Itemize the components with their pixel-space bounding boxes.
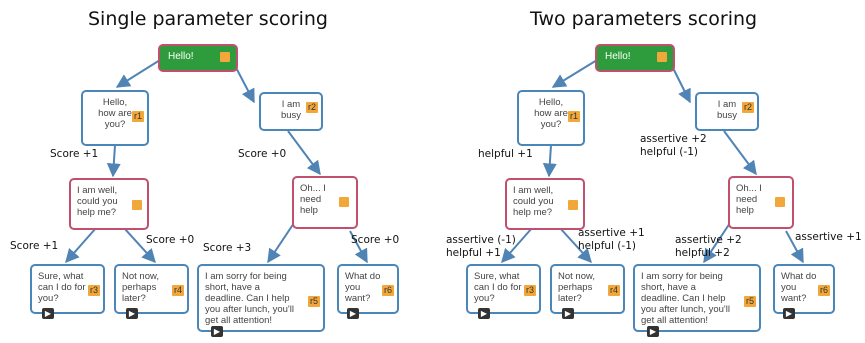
square-icon (568, 200, 578, 210)
node-sure[interactable]: Sure, what can I do for you? r3 ▶ (466, 264, 541, 319)
response-tag-r5: r5 (307, 296, 320, 307)
edge-r-r1-well (542, 144, 557, 178)
node-oh[interactable]: Oh... I need help (292, 176, 358, 229)
edge-l-oh-r6 (349, 230, 368, 264)
node-busy[interactable]: I am busy r2 (695, 92, 759, 131)
square-icon (339, 197, 349, 207)
node-what-text: What do you want? (345, 271, 381, 304)
square-icon (775, 197, 785, 207)
node-busy-text: I am busy (716, 99, 738, 121)
node-well-text: I am well, could you help me? (513, 185, 554, 218)
score-label-r3: Score +1 (10, 240, 59, 252)
node-sure-text: Sure, what can I do for you? (474, 271, 522, 304)
node-oh-text: Oh... I need help (736, 183, 762, 216)
node-hello[interactable]: Hello! (595, 44, 675, 72)
node-well[interactable]: I am well, could you help me? (505, 178, 585, 230)
score-label-r4: assertive +1 helpful (-1) (578, 227, 645, 252)
node-hello-text: Hello! (168, 51, 194, 62)
score-label-r5: assertive +2 helpful +2 (675, 234, 742, 259)
play-icon[interactable]: ▶ (211, 326, 223, 337)
response-tag-r5: r5 (743, 296, 756, 307)
node-sorry[interactable]: I am sorry for being short, have a deadl… (633, 264, 761, 337)
edge-l-r2-oh (287, 130, 321, 176)
score-label-r6: assertive +1 (795, 231, 862, 243)
node-sorry-text: I am sorry for being short, have a deadl… (205, 271, 294, 326)
edge-l-hello-r1 (115, 59, 161, 88)
response-tag-r4: r4 (171, 285, 184, 296)
score-label-r5: Score +3 (203, 242, 252, 254)
play-icon[interactable]: ▶ (126, 308, 138, 319)
play-icon[interactable]: ▶ (562, 308, 574, 319)
node-what-text: What do you want? (781, 271, 817, 304)
node-what[interactable]: What do you want? r6 ▶ (337, 264, 399, 319)
play-icon[interactable]: ▶ (347, 308, 359, 319)
node-hello[interactable]: Hello! (158, 44, 238, 72)
node-sorry-text: I am sorry for being short, have a deadl… (641, 271, 730, 326)
node-how-are-you[interactable]: Hello, how are you? r1 (517, 90, 585, 146)
square-icon (132, 200, 142, 210)
node-sure[interactable]: Sure, what can I do for you? r3 ▶ (30, 264, 105, 319)
response-tag-r3: r3 (523, 285, 536, 296)
response-tag-r4: r4 (607, 285, 620, 296)
node-what[interactable]: What do you want? r6 ▶ (773, 264, 835, 319)
node-hello-text: Hello! (605, 51, 631, 62)
edge-l-well-r4 (123, 227, 156, 264)
score-label-r2: assertive +2 helpful (-1) (640, 133, 707, 158)
edge-r-hello-r1 (551, 59, 598, 88)
play-icon[interactable]: ▶ (647, 326, 659, 337)
node-busy[interactable]: I am busy r2 (259, 92, 323, 131)
left-title: Single parameter scoring (88, 8, 328, 30)
edge-l-r1-well (106, 144, 121, 178)
right-title: Two parameters scoring (530, 8, 758, 30)
score-label-r2: Score +0 (238, 148, 287, 160)
response-tag-r2: r2 (305, 102, 318, 113)
edge-r-well-r3 (501, 227, 533, 264)
node-oh[interactable]: Oh... I need help (728, 176, 794, 229)
edge-l-well-r3 (65, 227, 97, 264)
play-icon[interactable]: ▶ (783, 308, 795, 319)
play-icon[interactable]: ▶ (42, 308, 54, 319)
square-icon (657, 52, 667, 62)
response-tag-r6: r6 (817, 285, 830, 296)
response-tag-r1: r1 (131, 111, 144, 122)
score-label-r6: Score +0 (351, 234, 400, 246)
node-sure-text: Sure, what can I do for you? (38, 271, 86, 304)
node-how-are-you-text: Hello, how are you? (534, 97, 568, 130)
response-tag-r1: r1 (567, 111, 580, 122)
node-busy-text: I am busy (280, 99, 302, 121)
square-icon (220, 52, 230, 62)
node-how-are-you-text: Hello, how are you? (98, 97, 132, 130)
node-not-now-text: Not now, perhaps later? (558, 271, 595, 304)
response-tag-r6: r6 (381, 285, 394, 296)
node-oh-text: Oh... I need help (300, 183, 326, 216)
score-label-r4: Score +0 (146, 234, 195, 246)
node-how-are-you[interactable]: Hello, how are you? r1 (81, 90, 149, 146)
score-label-r3: assertive (-1) helpful +1 (446, 234, 516, 259)
response-tag-r2: r2 (741, 102, 754, 113)
node-well[interactable]: I am well, could you help me? (69, 178, 149, 230)
node-not-now[interactable]: Not now, perhaps later? r4 ▶ (114, 264, 189, 319)
edge-r-r2-oh (723, 130, 757, 176)
edge-r-oh-r6 (785, 230, 804, 264)
score-label-r1: Score +1 (50, 148, 99, 160)
edge-r-well-r4 (559, 227, 592, 264)
node-sorry[interactable]: I am sorry for being short, have a deadl… (197, 264, 325, 337)
node-not-now[interactable]: Not now, perhaps later? r4 ▶ (550, 264, 625, 319)
node-well-text: I am well, could you help me? (77, 185, 118, 218)
play-icon[interactable]: ▶ (478, 308, 490, 319)
node-not-now-text: Not now, perhaps later? (122, 271, 159, 304)
response-tag-r3: r3 (87, 285, 100, 296)
score-label-r1: helpful +1 (478, 148, 533, 160)
